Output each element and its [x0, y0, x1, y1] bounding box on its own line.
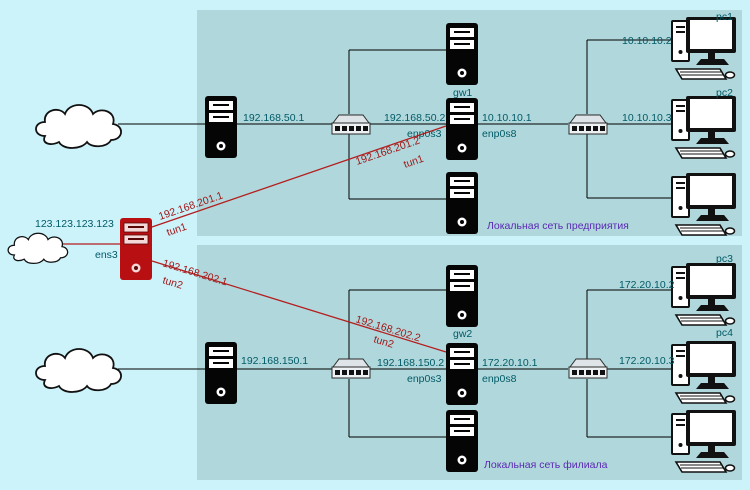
gw1-lan-interface: enp0s3 — [407, 128, 442, 140]
gw2-lan-ip: 192.168.150.2 — [377, 357, 444, 369]
gw2-inner-interface: enp0s8 — [482, 373, 517, 385]
internet-cloud-icon — [35, 348, 122, 393]
edge-server-icon[interactable] — [205, 342, 237, 404]
gw1-inner-interface: enp0s8 — [482, 128, 517, 140]
enterprise-wires — [118, 39, 672, 200]
internet-cloud-icon — [7, 232, 69, 265]
gw1-server-icon[interactable] — [446, 98, 478, 160]
branch-lan-caption: Локальная сеть филиала — [484, 459, 608, 471]
router-tun1-interface: tun1 — [165, 221, 188, 239]
gw2-tun-interface: tun2 — [372, 333, 395, 350]
server-icon[interactable] — [446, 172, 478, 234]
gw1-inner-ip: 10.10.10.1 — [482, 112, 532, 124]
enterprise-lan-caption: Локальная сеть предприятия — [487, 220, 629, 232]
server-icon[interactable] — [446, 410, 478, 472]
pc1-ip: 10.10.10.2 — [622, 35, 672, 47]
site2-edge-ip: 192.168.150.1 — [241, 355, 308, 367]
switch-icon[interactable] — [331, 114, 371, 135]
pc3-ip: 172.20.10.2 — [619, 279, 675, 291]
switch-icon[interactable] — [331, 358, 371, 379]
gw1-lan-ip: 192.168.50.2 — [384, 112, 445, 124]
server-icon[interactable] — [446, 23, 478, 85]
gw2-inner-ip: 172.20.10.1 — [482, 357, 538, 369]
gw2-name: gw2 — [453, 328, 472, 340]
server-icon[interactable] — [446, 265, 478, 327]
router-wan-ip: 123.123.123.123 — [35, 218, 114, 230]
switch-icon[interactable] — [568, 114, 608, 135]
pc2-name: pc2 — [716, 87, 733, 99]
pc4-name: pc4 — [716, 327, 733, 339]
tunnel-links — [60, 125, 447, 353]
tun1-link — [151, 125, 447, 228]
branch-wires — [118, 289, 672, 438]
pc4-ip: 172.20.10.3 — [619, 355, 675, 367]
router-tun2-interface: tun2 — [161, 274, 184, 291]
tun2-link — [151, 260, 447, 353]
gw1-name: gw1 — [453, 87, 472, 99]
edge-server-icon[interactable] — [205, 96, 237, 158]
pc3-name: pc3 — [716, 253, 733, 265]
router-icon[interactable] — [119, 217, 153, 281]
internet-cloud-icon — [35, 104, 122, 149]
pc1-name: pc1 — [716, 11, 733, 23]
router-wan-interface: ens3 — [95, 249, 118, 261]
switch-icon[interactable] — [568, 358, 608, 379]
pc2-ip: 10.10.10.3 — [622, 112, 672, 124]
site1-edge-ip: 192.168.50.1 — [243, 112, 304, 124]
gw2-lan-interface: enp0s3 — [407, 373, 442, 385]
gw2-server-icon[interactable] — [446, 343, 478, 405]
